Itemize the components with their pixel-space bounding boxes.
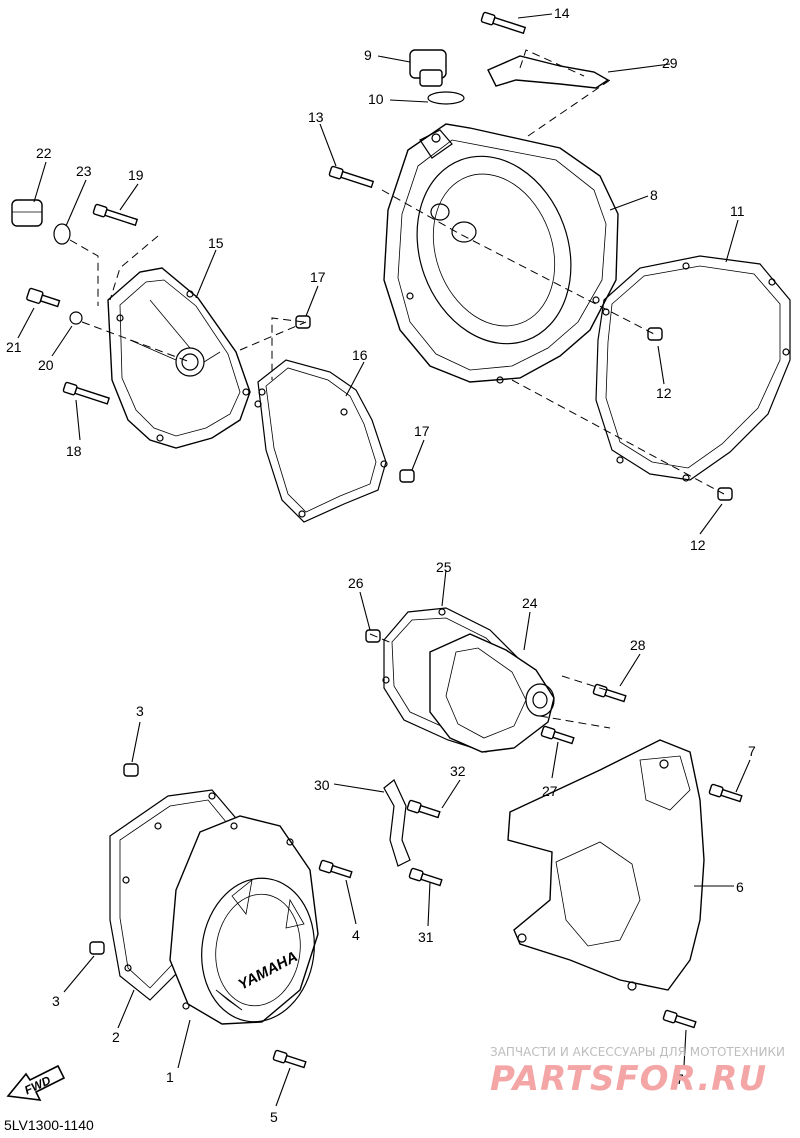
fwd-arrow-icon: FWD [6, 1064, 66, 1101]
callout-1: 1 [166, 1069, 174, 1085]
callout-2: 2 [112, 1029, 120, 1045]
watermark-line1: ЗАПЧАСТИ И АКСЕССУАРЫ ДЛЯ МОТОТЕХНИКИ [490, 1045, 785, 1059]
callout-11: 11 [730, 203, 745, 219]
callout-25: 25 [436, 559, 452, 575]
cover-24 [429, 633, 555, 753]
callout-19: 19 [128, 167, 144, 183]
callout-31: 31 [418, 929, 434, 945]
callout-29: 29 [662, 55, 678, 71]
generator-cover-1: YAMAHA [169, 815, 319, 1025]
callout-21: 21 [6, 339, 22, 355]
callout-20: 20 [38, 357, 54, 373]
callout-6: 6 [736, 879, 744, 895]
oil-pump-cover-15 [107, 267, 251, 449]
callout-27: 27 [542, 783, 558, 799]
callout-4: 4 [352, 927, 360, 943]
callout-7b: 7 [676, 1071, 684, 1087]
callout-13: 13 [308, 109, 324, 125]
callout-14: 14 [554, 5, 570, 21]
clutch-cover-8 [383, 123, 619, 384]
callout-24: 24 [522, 595, 538, 611]
callout-17b: 17 [414, 423, 430, 439]
callout-23: 23 [76, 163, 92, 179]
callout-10: 10 [368, 91, 384, 107]
sprocket-cover-6 [507, 739, 705, 991]
callout-8: 8 [650, 187, 658, 203]
callout-28: 28 [630, 637, 646, 653]
callout-17a: 17 [310, 269, 326, 285]
bolts [26, 11, 743, 1069]
callout-9: 9 [364, 47, 372, 63]
gasket-16 [254, 359, 388, 523]
callout-7a: 7 [748, 743, 756, 759]
callout-12b: 12 [690, 537, 706, 553]
callout-5: 5 [270, 1109, 278, 1125]
diagram-code: 5LV1300-1140 [4, 1117, 94, 1133]
callout-18: 18 [66, 443, 82, 459]
callout-32: 32 [450, 763, 466, 779]
gasket-11 [595, 255, 791, 482]
callout-labels: 1 2 3 3 4 5 6 7 7 8 9 10 11 12 12 13 14 … [6, 5, 756, 1125]
leader-lines [17, 13, 751, 1107]
callout-15: 15 [208, 235, 224, 251]
callout-30: 30 [314, 777, 330, 793]
callout-16: 16 [352, 347, 368, 363]
watermark-line2: PARTSFOR.RU [490, 1059, 767, 1099]
small-parts [11, 49, 733, 955]
assembly-lines [69, 49, 725, 729]
callout-3a: 3 [136, 703, 144, 719]
callout-12a: 12 [656, 385, 672, 401]
callout-22: 22 [36, 145, 52, 161]
callout-3b: 3 [52, 993, 60, 1009]
callout-26: 26 [348, 575, 364, 591]
